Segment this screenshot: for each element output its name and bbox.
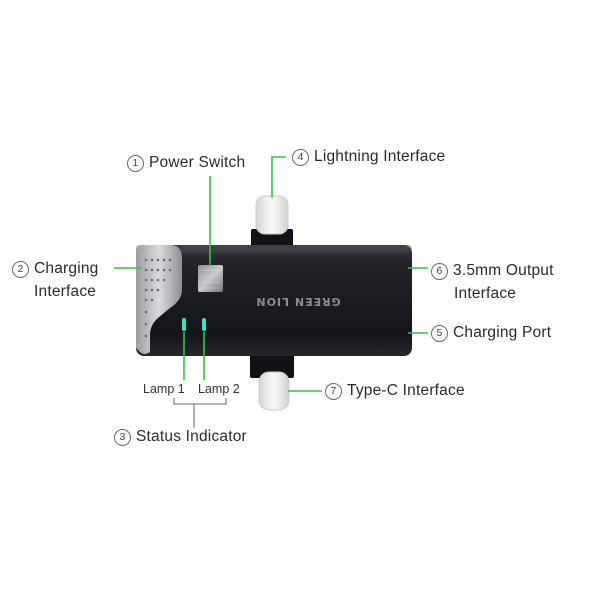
leader-lines [114,156,428,392]
lightning-interface-text: Lightning Interface [314,148,446,165]
charging-interface-cap [136,245,182,354]
marker-1: 1 [127,155,144,172]
label-charging-interface: 2 Charging [12,258,99,280]
output-interface-line1: 3.5mm Output [453,262,554,279]
typec-connector [250,350,294,411]
marker-2: 2 [12,261,29,278]
charging-interface-line2: Interface [34,283,97,300]
label-output-interface: 6 3.5mm Output [431,260,554,282]
lamp2-label: Lamp 2 [198,382,240,396]
status-lamps [182,318,206,331]
brand-logo: GREEN LION [255,295,340,308]
label-lightning-interface: 4 Lightning Interface [292,146,445,168]
label-typec-interface: 7 Type-C Interface [325,380,465,402]
output-interface-line2: Interface [454,285,517,302]
power-switch [198,265,223,292]
marker-7: 7 [325,383,342,400]
label-charging-port: 5 Charging Port [431,322,551,344]
status-indicator-text: Status Indicator [136,428,247,445]
lamp1-label: Lamp 1 [143,382,185,396]
charging-interface-line1: Charging [34,260,99,277]
status-brackets [173,398,227,428]
marker-3: 3 [114,429,131,446]
marker-6: 6 [431,263,448,280]
marker-4: 4 [292,149,309,166]
label-output-interface-line2: Interface [454,283,516,305]
label-charging-interface-line2: Interface [34,281,96,303]
label-power-switch: 1 Power Switch [127,152,245,174]
charging-port-text: Charging Port [453,324,552,341]
power-switch-text: Power Switch [149,154,246,171]
leader-lightning [271,156,286,198]
label-status-indicator: 3 Status Indicator [114,426,247,448]
typec-interface-text: Type-C Interface [347,382,465,399]
marker-5: 5 [431,325,448,342]
